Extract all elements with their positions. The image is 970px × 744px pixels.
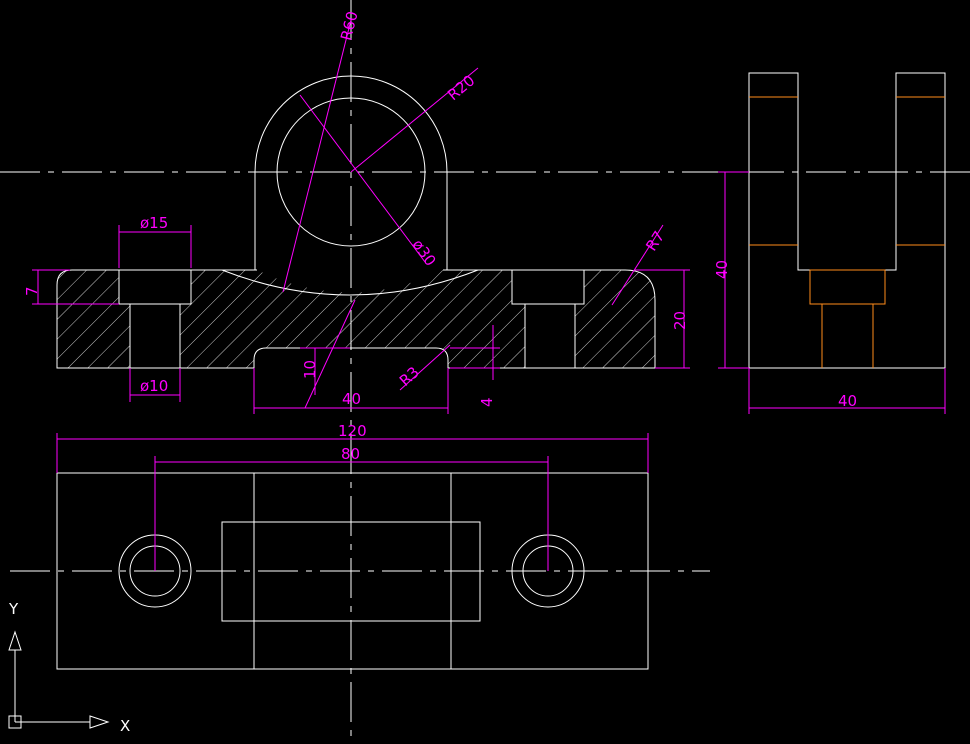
r3-label: R3: [396, 363, 423, 390]
ucs-icon: X Y: [8, 600, 130, 735]
forty-side-v-label: 40: [713, 260, 731, 279]
left-counterbore: [118, 269, 192, 305]
d80-label: 80: [341, 445, 360, 463]
r7-label: R7: [642, 228, 668, 255]
top-outline: [56, 472, 649, 670]
ten-label: 10: [301, 360, 319, 379]
r7-leader: [611, 224, 664, 306]
ucs-y-label: Y: [8, 600, 19, 618]
r60-leader: [282, 19, 352, 293]
r20-leader: [350, 67, 479, 173]
top-boss: [221, 521, 481, 622]
twenty-label: 20: [671, 311, 689, 330]
d120-label: 120: [338, 422, 367, 440]
upright-boss: [254, 75, 448, 270]
top-view: 120 80: [56, 422, 649, 670]
forty-front-label: 40: [342, 390, 361, 408]
section-hatch: [57, 270, 655, 368]
d30-label: ø30: [409, 236, 440, 269]
bore-circle: [276, 97, 426, 247]
d15-label: ø15: [140, 214, 168, 232]
right-counterbore: [511, 269, 585, 305]
r60-arc: [221, 269, 479, 296]
d10-label: ø10: [140, 377, 168, 395]
side-hidden-counterbore: [809, 269, 886, 305]
side-outline: [748, 72, 946, 369]
forty-side-h-label: 40: [838, 392, 857, 410]
r60-label: R60: [337, 9, 362, 42]
side-view: 40 40: [713, 72, 946, 414]
four-label: 4: [478, 397, 496, 407]
seven-label: 7: [23, 286, 41, 296]
d30-leader: [299, 94, 426, 263]
r3-leader: [399, 344, 451, 391]
r20-label: R20: [444, 71, 478, 104]
ucs-x-label: X: [120, 717, 130, 735]
